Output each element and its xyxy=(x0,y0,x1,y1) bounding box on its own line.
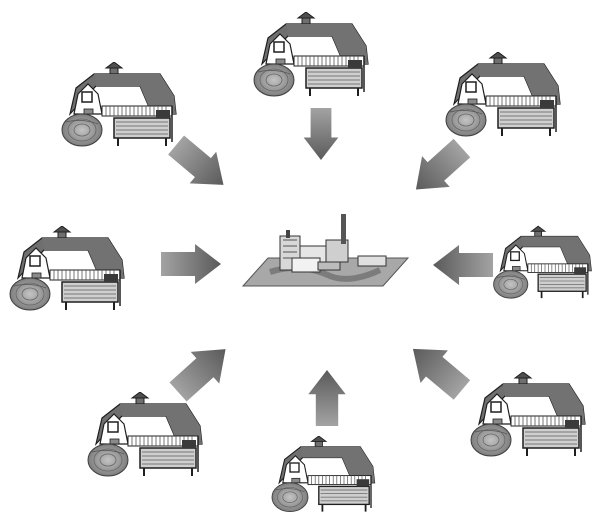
factory-icon xyxy=(241,214,410,287)
farm-bottom-right xyxy=(470,372,586,457)
arrow-from-bottom-left xyxy=(163,333,240,408)
arrow-icon xyxy=(161,244,221,284)
farm-top xyxy=(253,12,369,97)
arrow-from-left xyxy=(161,244,221,284)
arrow-icon xyxy=(402,132,476,205)
arrow-icon xyxy=(399,332,476,407)
arrow-from-bottom xyxy=(308,370,346,426)
farm-top-left xyxy=(61,62,177,147)
farm-left xyxy=(9,226,125,311)
farm-bottom xyxy=(271,436,376,513)
arrow-from-top xyxy=(303,108,339,160)
arrow-from-right xyxy=(433,245,493,285)
arrow-icon xyxy=(163,333,240,408)
arrow-from-top-right xyxy=(402,132,476,205)
farm-bottom-left xyxy=(87,392,203,477)
arrow-from-bottom-right xyxy=(399,332,476,407)
arrow-icon xyxy=(162,129,237,201)
farm-top-right xyxy=(445,52,561,137)
farm-right xyxy=(492,225,593,300)
central-plant xyxy=(241,214,410,287)
arrow-icon xyxy=(433,245,493,285)
arrow-icon xyxy=(303,108,339,160)
arrow-icon xyxy=(308,370,346,426)
arrow-from-top-left xyxy=(162,129,237,201)
